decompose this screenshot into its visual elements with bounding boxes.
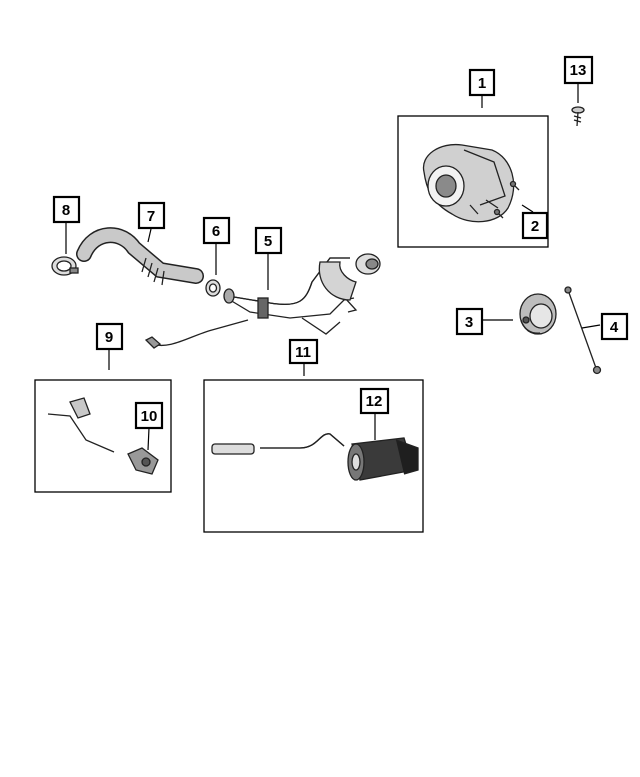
group-box-1 [397, 115, 549, 248]
svg-text:10: 10 [141, 408, 158, 425]
connector-tube-11 [211, 433, 345, 455]
check-valve-10 [127, 447, 159, 475]
leader-2 [521, 204, 534, 213]
svg-text:13: 13 [570, 62, 587, 79]
vent-hose-9 [47, 397, 115, 453]
hose-clamp-6 [205, 279, 221, 297]
callout-12: 12 [359, 387, 390, 415]
filler-neck [223, 253, 381, 335]
leader-7 [147, 228, 152, 243]
svg-text:1: 1 [478, 75, 486, 92]
fuel-cap [519, 293, 557, 335]
callout-8: 8 [52, 195, 81, 224]
vent-line [144, 319, 249, 349]
callout-1: 1 [468, 68, 496, 97]
svg-text:5: 5 [264, 233, 272, 250]
svg-text:11: 11 [295, 344, 311, 361]
canister-12 [347, 437, 419, 481]
svg-text:6: 6 [212, 223, 220, 240]
leader-4 [581, 324, 601, 329]
callout-4: 4 [600, 312, 629, 341]
screw-pair [493, 180, 520, 219]
callout-9: 9 [95, 322, 124, 351]
screw-13 [571, 106, 585, 127]
svg-text:7: 7 [147, 208, 155, 225]
group-box-9 [34, 379, 172, 493]
callout-11: 11 [288, 338, 319, 365]
svg-text:9: 9 [105, 329, 113, 346]
callout-5: 5 [254, 226, 283, 255]
callout-3: 3 [455, 307, 484, 336]
callout-2: 2 [521, 211, 549, 240]
callout-7: 7 [137, 201, 166, 230]
cap-tether [564, 286, 602, 375]
svg-text:2: 2 [531, 218, 539, 235]
svg-text:4: 4 [610, 319, 619, 336]
fuel-filler-housing [422, 143, 515, 223]
hose-clamp-8 [51, 256, 79, 276]
group-box-11 [203, 379, 424, 533]
svg-text:12: 12 [366, 393, 383, 410]
callout-6: 6 [202, 216, 231, 245]
leader-10 [147, 427, 150, 451]
svg-text:8: 8 [62, 202, 70, 219]
svg-text:3: 3 [465, 314, 473, 331]
callout-13: 13 [563, 55, 594, 85]
callout-10: 10 [134, 401, 164, 430]
fill-hose [76, 227, 204, 286]
